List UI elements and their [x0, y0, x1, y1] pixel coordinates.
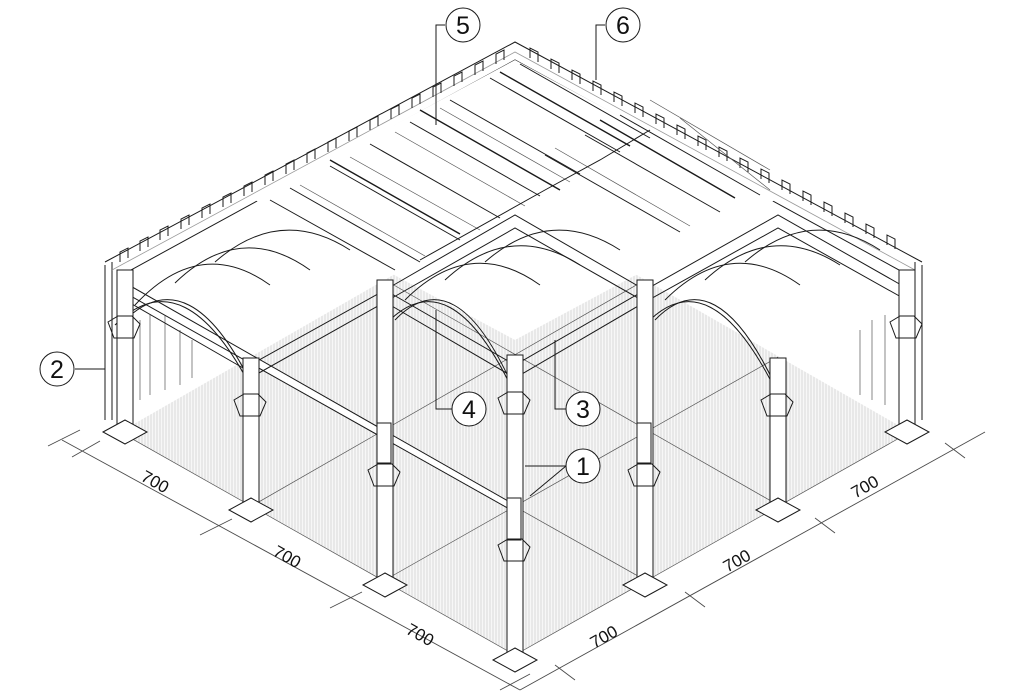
callout-label: 2	[50, 356, 64, 384]
column	[497, 354, 531, 661]
dentils-left	[119, 49, 505, 262]
column	[889, 269, 923, 433]
column	[627, 279, 661, 586]
dimension-label-right-1: 700	[587, 622, 621, 652]
callout-5: 5	[445, 7, 481, 43]
dimension-label-left-3: 700	[403, 620, 437, 650]
dimension-label-right-3: 700	[848, 472, 882, 502]
dimension-label-left-2: 700	[270, 542, 304, 572]
corrugated-roof	[255, 60, 775, 340]
callout-3: 3	[565, 391, 601, 427]
callout-4: 4	[451, 391, 487, 427]
dimension-label-right-2: 700	[720, 546, 754, 576]
arched-vaults	[114, 229, 881, 396]
callout-label: 1	[576, 453, 590, 481]
callout-1: 1	[565, 448, 601, 484]
callout-label: 5	[456, 12, 470, 40]
callout-leaders	[75, 24, 605, 497]
dimension-label-left-1: 700	[138, 467, 172, 497]
callout-2: 2	[39, 351, 75, 387]
callout-label: 3	[576, 396, 590, 424]
dimension-lines	[47, 429, 986, 691]
dentils-right	[529, 47, 896, 249]
columns	[107, 269, 923, 661]
callout-6: 6	[605, 7, 641, 43]
callout-label: 6	[616, 12, 630, 40]
callout-label: 4	[462, 396, 476, 424]
base-plates	[101, 419, 931, 673]
column	[367, 279, 401, 586]
